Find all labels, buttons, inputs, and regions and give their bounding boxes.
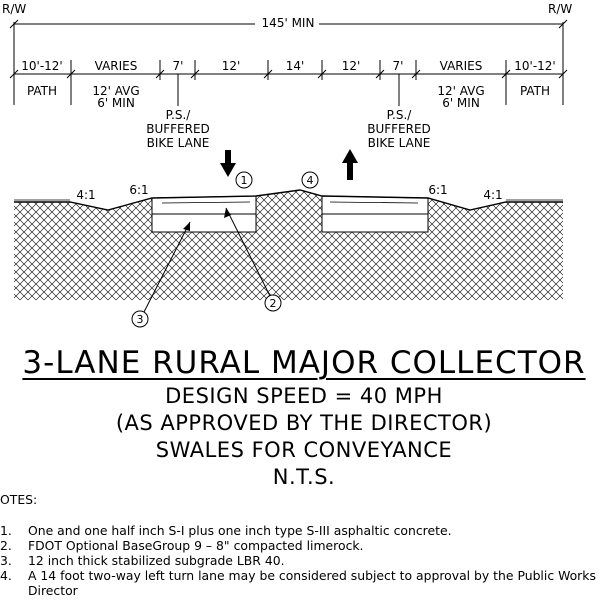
total-width-label: 145' MIN: [262, 16, 315, 30]
segment-label-9: 10'-12': [514, 59, 555, 73]
arrow-down-icon: [220, 150, 236, 177]
approval-note: (AS APPROVED BY THE DIRECTOR): [115, 411, 493, 435]
rw-left-label: R/W: [2, 2, 26, 16]
segment-label-8: VARIES: [440, 59, 483, 73]
path-label-right: PATH: [520, 84, 550, 98]
slope-left-inner: 6:1: [129, 183, 148, 197]
notes-heading: OTES:: [0, 492, 38, 507]
callout-3: 3: [131, 221, 191, 328]
note-item: 1.One and one half inch S-I plus one inc…: [0, 523, 452, 538]
svg-text:1: 1: [241, 174, 248, 187]
svg-text:2: 2: [270, 297, 277, 310]
min-label-right: 6' MIN: [442, 96, 480, 110]
bike-lane-right-line3: BIKE LANE: [368, 136, 431, 150]
min-label-left: 6' MIN: [97, 96, 135, 110]
segment-dimension-line: [9, 60, 568, 106]
ground-surface-line: [14, 189, 563, 211]
note-item: 3.12 inch thick stabilized subgrade LBR …: [0, 553, 285, 568]
bike-lane-right-line2: BUFFERED: [367, 122, 431, 136]
path-label-left: PATH: [27, 84, 57, 98]
scale-note: N.T.S.: [272, 465, 336, 489]
swales-note: SWALES FOR CONVEYANCE: [155, 438, 453, 462]
rw-right-label: R/W: [548, 2, 572, 16]
title-block: 3-LANE RURAL MAJOR COLLECTOR DESIGN SPEE…: [0, 343, 608, 491]
bike-lane-right-line1: P.S./: [387, 108, 413, 122]
bike-lane-left-line1: P.S./: [166, 108, 192, 122]
segment-label-2: VARIES: [95, 59, 138, 73]
callout-2: 2: [224, 207, 282, 312]
segment-label-7: 7': [393, 59, 404, 73]
bike-lane-left-line3: BIKE LANE: [147, 136, 210, 150]
diagram-title: 3-LANE RURAL MAJOR COLLECTOR: [22, 345, 586, 381]
avg-label-right: 12' AVG: [437, 84, 484, 98]
segment-label-3: 7': [173, 59, 184, 73]
avg-label-left: 12' AVG: [92, 84, 139, 98]
notes-section: OTES: 1.One and one half inch S-I plus o…: [0, 492, 608, 598]
earth-hatch: [14, 190, 563, 300]
bike-lane-left-line2: BUFFERED: [146, 122, 210, 136]
callout-4: 4: [301, 171, 319, 189]
note-item: 2.FDOT Optional BaseGroup 9 – 8" compact…: [0, 538, 364, 553]
slope-left-outer: 4:1: [76, 188, 95, 202]
slope-right-inner: 6:1: [428, 183, 447, 197]
arrow-up-icon: [342, 149, 358, 180]
note-item: 4.A 14 foot two-way left turn lane may b…: [0, 568, 596, 598]
segment-label-5: 14': [286, 59, 305, 73]
design-speed: DESIGN SPEED = 40 MPH: [165, 384, 443, 408]
segment-label-6: 12': [342, 59, 361, 73]
cross-section-drawing: R/W R/W 145' MIN 10'-12' VARIES: [2, 2, 572, 328]
slope-right-outer: 4:1: [483, 188, 502, 202]
svg-text:4: 4: [307, 174, 314, 187]
callout-1: 1: [235, 171, 253, 189]
svg-text:3: 3: [137, 313, 144, 326]
segment-label-1: 10'-12': [21, 59, 62, 73]
segment-label-4: 12': [222, 59, 241, 73]
